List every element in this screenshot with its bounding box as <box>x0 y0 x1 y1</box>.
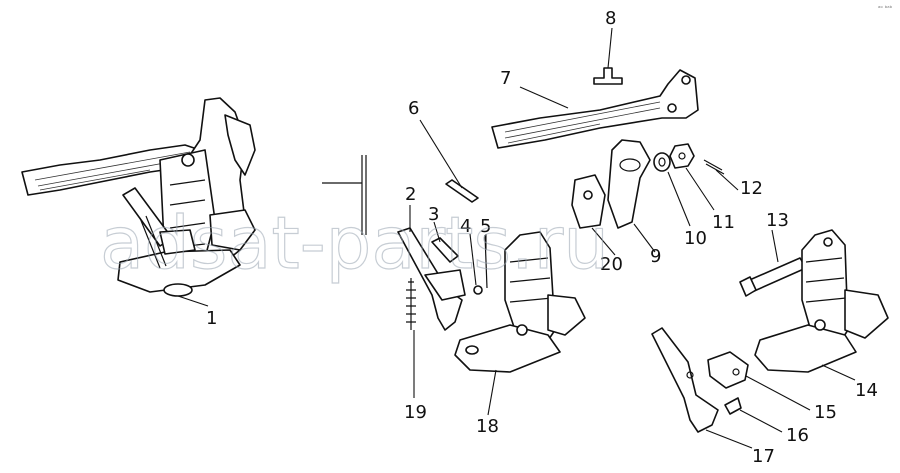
callout-12: 12 <box>740 178 763 199</box>
callout-labels: 1 2 3 4 5 6 7 8 9 10 11 12 13 14 15 16 1… <box>206 8 878 467</box>
bracket-18 <box>454 231 586 373</box>
callout-17: 17 <box>752 446 775 467</box>
callout-9: 9 <box>650 246 661 267</box>
ratchet-plate-9 <box>607 139 651 229</box>
corner-mark: ᵃᵒ ᵇᵃᵇ <box>878 5 893 12</box>
leader-lines <box>177 27 856 449</box>
plate-20 <box>571 174 606 229</box>
callout-19: 19 <box>404 402 427 423</box>
cotter-pin-6 <box>445 179 479 203</box>
callout-7: 7 <box>500 68 511 89</box>
pin-16 <box>724 397 742 415</box>
callout-4: 4 <box>460 216 471 237</box>
callout-16: 16 <box>786 425 809 446</box>
nut-11 <box>669 143 695 169</box>
callout-13: 13 <box>766 210 789 231</box>
washer-10 <box>653 152 671 172</box>
watermark: adsat-parts.ru <box>100 201 609 285</box>
assembly-1 <box>21 97 256 297</box>
clevis-15 <box>707 351 749 389</box>
rod-bracket <box>322 155 367 235</box>
callout-11: 11 <box>712 212 735 233</box>
callout-15: 15 <box>814 402 837 423</box>
callout-20: 20 <box>600 254 623 275</box>
callout-2: 2 <box>405 184 416 205</box>
cotter-12 <box>703 159 725 175</box>
callout-8: 8 <box>605 8 616 29</box>
callout-14: 14 <box>855 380 878 401</box>
callout-5: 5 <box>480 216 491 237</box>
pawl-and-spring-group <box>397 227 488 331</box>
bracket-14 <box>754 229 889 373</box>
callout-1: 1 <box>206 308 217 329</box>
callout-3: 3 <box>428 204 439 225</box>
callout-10: 10 <box>684 228 707 249</box>
pin-8 <box>593 67 623 85</box>
lever-17 <box>651 327 719 433</box>
callout-18: 18 <box>476 416 499 437</box>
lever-7 <box>491 69 699 149</box>
callout-6: 6 <box>408 98 419 119</box>
bolt-13 <box>739 257 807 297</box>
